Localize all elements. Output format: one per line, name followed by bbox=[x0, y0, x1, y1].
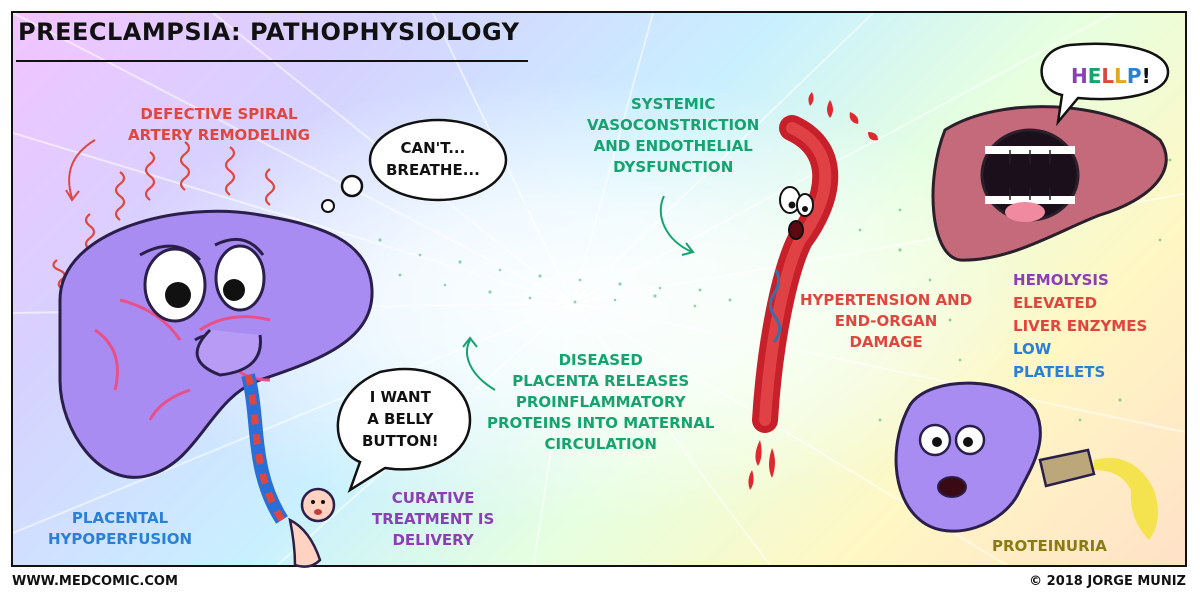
label-line: TREATMENT IS bbox=[372, 510, 495, 528]
bubble-line: BREATHE... bbox=[386, 161, 480, 179]
label-line: DELIVERY bbox=[392, 531, 474, 549]
label-vasoconstriction: SYSTEMIC VASOCONSTRICTION AND ENDOTHELIA… bbox=[587, 94, 759, 178]
bubble-line: A BELLY bbox=[367, 410, 434, 428]
liver-character bbox=[931, 105, 1168, 262]
hellp-letter: ! bbox=[1141, 64, 1151, 88]
footer-website: WWW.MEDCOMIC.COM bbox=[12, 574, 178, 589]
hellp-initial: E bbox=[1013, 294, 1024, 312]
hellp-rest: EMOLYSIS bbox=[1025, 271, 1109, 289]
label-proteinuria: PROTEINURIA bbox=[992, 537, 1107, 555]
hellp-item: LIVER ENZYMES bbox=[1013, 315, 1147, 338]
label-line: HYPOPERFUSION bbox=[48, 530, 193, 548]
hellp-rest: LEVATED bbox=[1023, 294, 1098, 312]
label-line: CIRCULATION bbox=[544, 435, 657, 453]
liver-speech-bubble bbox=[1040, 42, 1170, 127]
label-line: AND ENDOTHELIAL bbox=[593, 137, 753, 155]
label-line: PROINFLAMMATORY bbox=[515, 393, 686, 411]
label-hypoperfusion: PLACENTAL HYPOPERFUSION bbox=[48, 508, 192, 550]
spiral-arteries bbox=[52, 141, 276, 292]
label-line: PLACENTAL bbox=[71, 509, 169, 527]
thought-bubble-text: CAN'T... BREATHE... bbox=[386, 137, 480, 181]
hellp-item: HEMOLYSIS bbox=[1013, 269, 1147, 292]
label-line: SYSTEMIC bbox=[630, 95, 716, 113]
label-line: END-ORGAN bbox=[834, 312, 938, 330]
hellp-letter: P bbox=[1126, 64, 1142, 88]
label-line: PROTEINS INTO MATERNAL bbox=[487, 414, 715, 432]
hellp-initial: H bbox=[1013, 271, 1026, 289]
hellp-letter: H bbox=[1071, 64, 1088, 88]
label-spiral-artery: DEFECTIVE SPIRAL ARTERY REMODELING bbox=[128, 104, 310, 146]
kidney-character bbox=[894, 381, 1158, 540]
hellp-initial: L bbox=[1013, 317, 1023, 335]
baby-character bbox=[288, 487, 336, 568]
red-curved-arrow bbox=[68, 139, 96, 199]
label-line: ARTERY REMODELING bbox=[128, 126, 310, 144]
label-line: HYPERTENSION AND bbox=[800, 291, 973, 309]
baby-bubble-text: I WANT A BELLY BUTTON! bbox=[362, 386, 439, 452]
baby-speech-bubble bbox=[336, 367, 472, 493]
green-arrow-up bbox=[466, 339, 496, 391]
title-underline bbox=[16, 60, 528, 62]
placenta-character bbox=[58, 209, 374, 479]
bubble-line: I WANT bbox=[369, 388, 431, 406]
hellp-rest: LATELETS bbox=[1024, 363, 1106, 381]
hellp-initial: L bbox=[1013, 340, 1023, 358]
label-line: DAMAGE bbox=[849, 333, 923, 351]
placenta-thought-bubble bbox=[321, 118, 508, 213]
label-line: VASOCONSTRICTION bbox=[587, 116, 760, 134]
hellp-letter: E bbox=[1087, 64, 1102, 88]
page-title: PREECLAMPSIA: PATHOPHYSIOLOGY bbox=[18, 18, 520, 46]
label-diseased-placenta: DISEASED PLACENTA RELEASES PROINFLAMMATO… bbox=[487, 350, 714, 455]
hellp-item: LOW bbox=[1013, 338, 1147, 361]
umbilical-cord bbox=[241, 373, 288, 524]
hellp-rest: IVER ENZYMES bbox=[1022, 317, 1148, 335]
hellp-shout: HELLP! bbox=[1071, 64, 1151, 88]
footer-copyright: © 2018 JORGE MUNIZ bbox=[1029, 574, 1186, 589]
hellp-item: PLATELETS bbox=[1013, 361, 1147, 384]
label-curative: CURATIVE TREATMENT IS DELIVERY bbox=[372, 488, 494, 551]
label-line: DYSFUNCTION bbox=[613, 158, 734, 176]
hellp-acronym-list: HEMOLYSIS ELEVATED LIVER ENZYMES LOW PLA… bbox=[1013, 269, 1147, 384]
label-line: CURATIVE bbox=[391, 489, 475, 507]
blood-vessel-character bbox=[748, 92, 878, 490]
arrows bbox=[65, 139, 695, 391]
hellp-initial: P bbox=[1013, 363, 1024, 381]
label-line: PLACENTA RELEASES bbox=[512, 372, 690, 390]
bubble-line: BUTTON! bbox=[362, 432, 439, 450]
green-arrow-down bbox=[659, 195, 693, 253]
label-line: DEFECTIVE SPIRAL bbox=[140, 105, 298, 123]
hellp-letter: L bbox=[1114, 64, 1127, 88]
bubble-line: CAN'T... bbox=[400, 139, 466, 157]
hellp-letter: L bbox=[1101, 64, 1115, 88]
label-hypertension: HYPERTENSION AND END-ORGAN DAMAGE bbox=[800, 290, 972, 353]
label-line: DISEASED bbox=[558, 351, 643, 369]
hellp-item: ELEVATED bbox=[1013, 292, 1147, 315]
hellp-rest: OW bbox=[1022, 340, 1052, 358]
